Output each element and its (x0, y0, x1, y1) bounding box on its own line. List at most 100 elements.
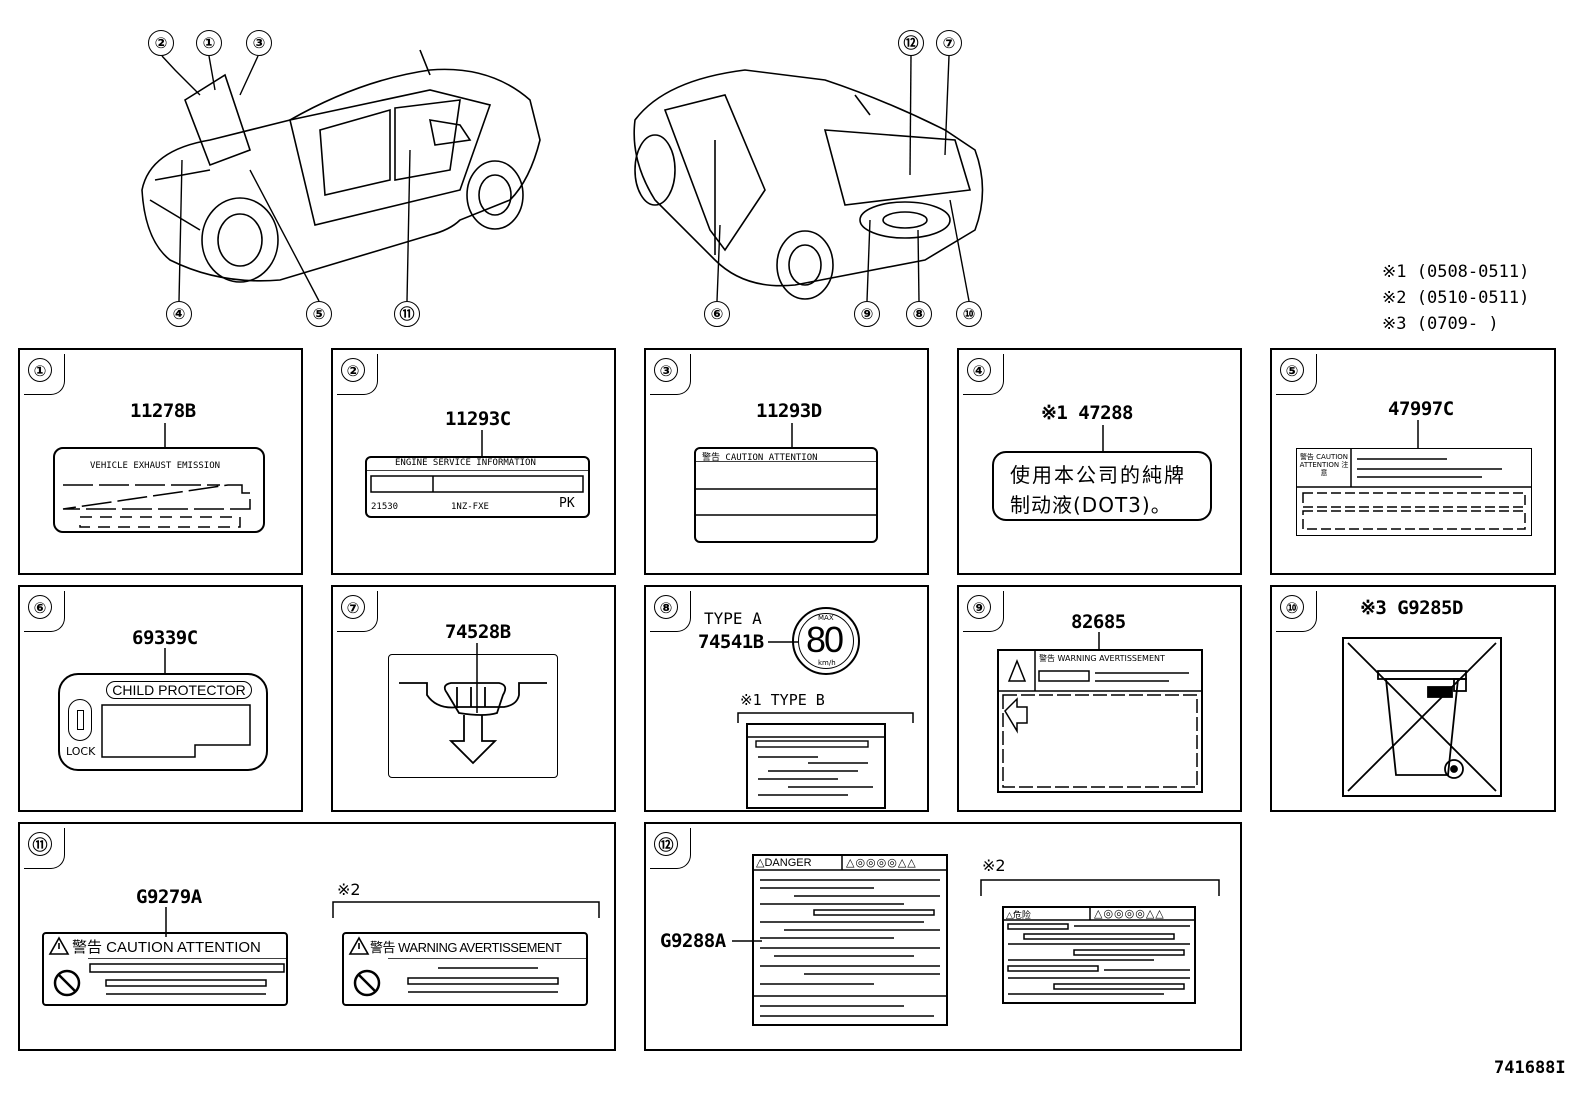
panel-10: ⑩ ※3 G9285D (1270, 585, 1556, 812)
label-header: 警告 WARNING AVERTISSEMENT (1039, 654, 1165, 663)
part-number: G9279A (136, 886, 202, 908)
panel-number: ③ (650, 354, 691, 395)
callout-12: ⑫ (898, 30, 924, 56)
panel-number: ② (337, 354, 378, 395)
symbol-row: △◎◎◎◎△△ (1094, 907, 1165, 920)
label-title: 警告 CAUTION ATTENTION (72, 939, 261, 956)
part-number: 11293D (756, 400, 822, 422)
label-title: 警告 CAUTION ATTENTION (702, 453, 818, 463)
leader-line (1102, 425, 1104, 451)
speed-limit-sticker: MAX 80 km/h (792, 607, 860, 675)
prohibition-icon (353, 969, 381, 997)
code-left: 21530 (371, 502, 399, 512)
caution-label-5: 警告 CAUTION ATTENTION 注意 (1296, 448, 1532, 536)
wheelie-bin-label (1342, 637, 1502, 797)
panel-11: ⑪ G9279A 警告 CAUTION ATTENTION ※2 警告 WARN… (18, 822, 616, 1051)
bracket-2 (332, 901, 600, 918)
part-number: 11293C (445, 408, 511, 430)
rear-car-illustration (633, 69, 984, 300)
panel-number: ⑤ (1276, 354, 1317, 395)
callout-9: ⑨ (854, 301, 880, 327)
note-range: (0510-0511) (1416, 288, 1530, 308)
leader-line (164, 648, 166, 676)
leader-line (1417, 420, 1419, 448)
pull-handle-label (388, 654, 558, 778)
label-title: 警告 WARNING AVERTISSEMENT (370, 940, 562, 955)
lock-text: LOCK (66, 745, 96, 758)
callout-4: ④ (166, 301, 192, 327)
hand-arrow-icon (399, 682, 547, 765)
label-title: VEHICLE EXHAUST EMISSION (90, 461, 221, 471)
label-line-2: 制动液(DOT3)。 (1010, 493, 1172, 517)
panel-number: ⑥ (24, 591, 65, 632)
note-mark: ※1 (1382, 262, 1407, 282)
callout-2: ② (148, 30, 174, 56)
leader-line (732, 940, 762, 942)
callout-8: ⑧ (906, 301, 932, 327)
panel-4: ④ ※1 47288 使用本公司的純牌 制动液(DOT3)。 (957, 348, 1242, 575)
part-number: 11278B (130, 400, 196, 422)
label-head: △危险 (1006, 911, 1031, 921)
callout-11: ⑪ (394, 301, 420, 327)
panel-number: ⑦ (337, 591, 378, 632)
part-number: G9288A (660, 930, 726, 952)
part-number: 82685 (1071, 611, 1126, 633)
type-a-text: TYPE A (704, 609, 762, 628)
speed-unit: km/h (818, 659, 836, 667)
panel-3: ③ 11293D 警告 CAUTION ATTENTION (644, 348, 929, 575)
front-car-illustration (141, 49, 541, 283)
label-suffix: PK (559, 496, 575, 511)
panel-number: ① (24, 354, 65, 395)
panel-number: ④ (963, 354, 1004, 395)
note-mark-2: ※2 (982, 856, 1006, 875)
panel-number: ⑩ (1276, 591, 1317, 632)
part-number: ※1 47288 (1041, 402, 1134, 424)
drawing-id: 741688I (1494, 1058, 1566, 1078)
part-number: 69339C (132, 627, 198, 649)
label-title: ENGINE SERVICE INFORMATION (395, 458, 536, 468)
panel-number: ⑧ (650, 591, 691, 632)
panel-8: ⑧ TYPE A 74541B MAX 80 km/h ※1 TYPE B (644, 585, 929, 812)
panel-5: ⑤ 47997C 警告 CAUTION ATTENTION 注意 (1270, 348, 1556, 575)
panel-9: ⑨ 82685 警告 WARNING AVERTISSEMENT (957, 585, 1242, 812)
speed-value: 80 (806, 619, 844, 660)
label-head: △DANGER (756, 857, 812, 869)
danger-label: △DANGER △◎◎◎◎△△ (752, 854, 948, 1026)
callout-3: ③ (246, 30, 272, 56)
note-2: ※2 (0510-0511) (1382, 288, 1529, 308)
leader-line (1098, 632, 1100, 650)
label-line-1: 使用本公司的純牌 (1010, 463, 1186, 487)
callout-6: ⑥ (704, 301, 730, 327)
label-header: CHILD PROTECTOR (106, 681, 252, 699)
caution-label: 警告 CAUTION ATTENTION (694, 447, 878, 543)
danger-text: DANGER (764, 857, 812, 869)
lock-icon (68, 699, 92, 741)
prohibition-icon (53, 969, 81, 997)
panel-7: ⑦ 74528B (331, 585, 616, 812)
part-number: ※3 G9285D (1360, 597, 1463, 619)
part-number: 74528B (445, 621, 511, 643)
callout-leader-lines (161, 55, 970, 302)
part-number: 74541B (698, 631, 764, 653)
engine-service-label: ENGINE SERVICE INFORMATION 21530 1NZ-FXE… (365, 456, 590, 518)
note-range: (0709- ) (1416, 314, 1499, 334)
callout-1: ① (196, 30, 222, 56)
leader-line (791, 423, 793, 449)
panel-12: ⑫ G9288A △DANGER △◎◎◎◎△△ ※2 △危险 △◎◎◎◎△△ (644, 822, 1242, 1051)
note-mark: ※2 (1382, 288, 1407, 308)
note-mark-2: ※2 (337, 880, 361, 899)
type-b-text: ※1 TYPE B (740, 691, 825, 709)
warning-label-9: 警告 WARNING AVERTISSEMENT (997, 649, 1203, 793)
note-1: ※1 (0508-0511) (1382, 262, 1529, 282)
type-b-bracket (737, 712, 914, 723)
warning-triangle-icon (48, 936, 70, 955)
note-range: (0508-0511) (1416, 262, 1530, 282)
type-b-label (746, 723, 886, 809)
panel-number: ⑪ (24, 828, 65, 869)
panel-1: ① 11278B VEHICLE EXHAUST EMISSION (18, 348, 303, 575)
brake-fluid-label: 使用本公司的純牌 制动液(DOT3)。 (992, 451, 1212, 521)
panel-6: ⑥ 69339C CHILD PROTECTOR LOCK (18, 585, 303, 812)
note-3: ※3 (0709- ) (1382, 314, 1499, 334)
panel-number: ⑨ (963, 591, 1004, 632)
part-number: 47997C (1388, 398, 1454, 420)
